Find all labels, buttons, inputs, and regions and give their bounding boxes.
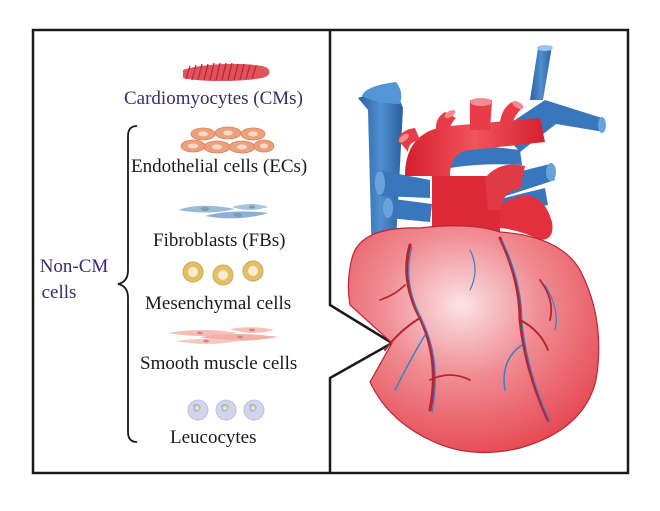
heart-body	[347, 225, 600, 454]
leucocytes-icon	[187, 399, 265, 421]
mesenchymal-cells-icon	[182, 260, 264, 286]
fibroblasts-label: Fibroblasts (FBs)	[153, 230, 286, 251]
heart-illustration	[347, 45, 606, 454]
non-cm-label-line1: Non-CM	[39, 256, 109, 277]
aortic-arch	[405, 118, 545, 176]
non-cm-bracket	[117, 125, 138, 443]
fibroblasts-icon	[178, 204, 268, 219]
endothelial-cells-label: Endothelial cells (ECs)	[131, 156, 308, 177]
cardiomyocytes-icon	[183, 62, 270, 81]
mesenchymal-cells-label: Mesenchymal cells	[145, 293, 292, 314]
endothelial-cells-icon	[180, 126, 275, 154]
non-cm-label-line2: cells	[41, 282, 77, 303]
diagram-frame	[31, 28, 630, 475]
vein-right-top	[530, 46, 552, 100]
smooth-muscle-cells-icon	[168, 327, 278, 344]
smooth-muscle-cells-label: Smooth muscle cells	[140, 353, 298, 374]
cardiomyocytes-label: Cardiomyocytes (CMs)	[124, 88, 303, 109]
leucocytes-label: Leucocytes	[170, 427, 257, 448]
